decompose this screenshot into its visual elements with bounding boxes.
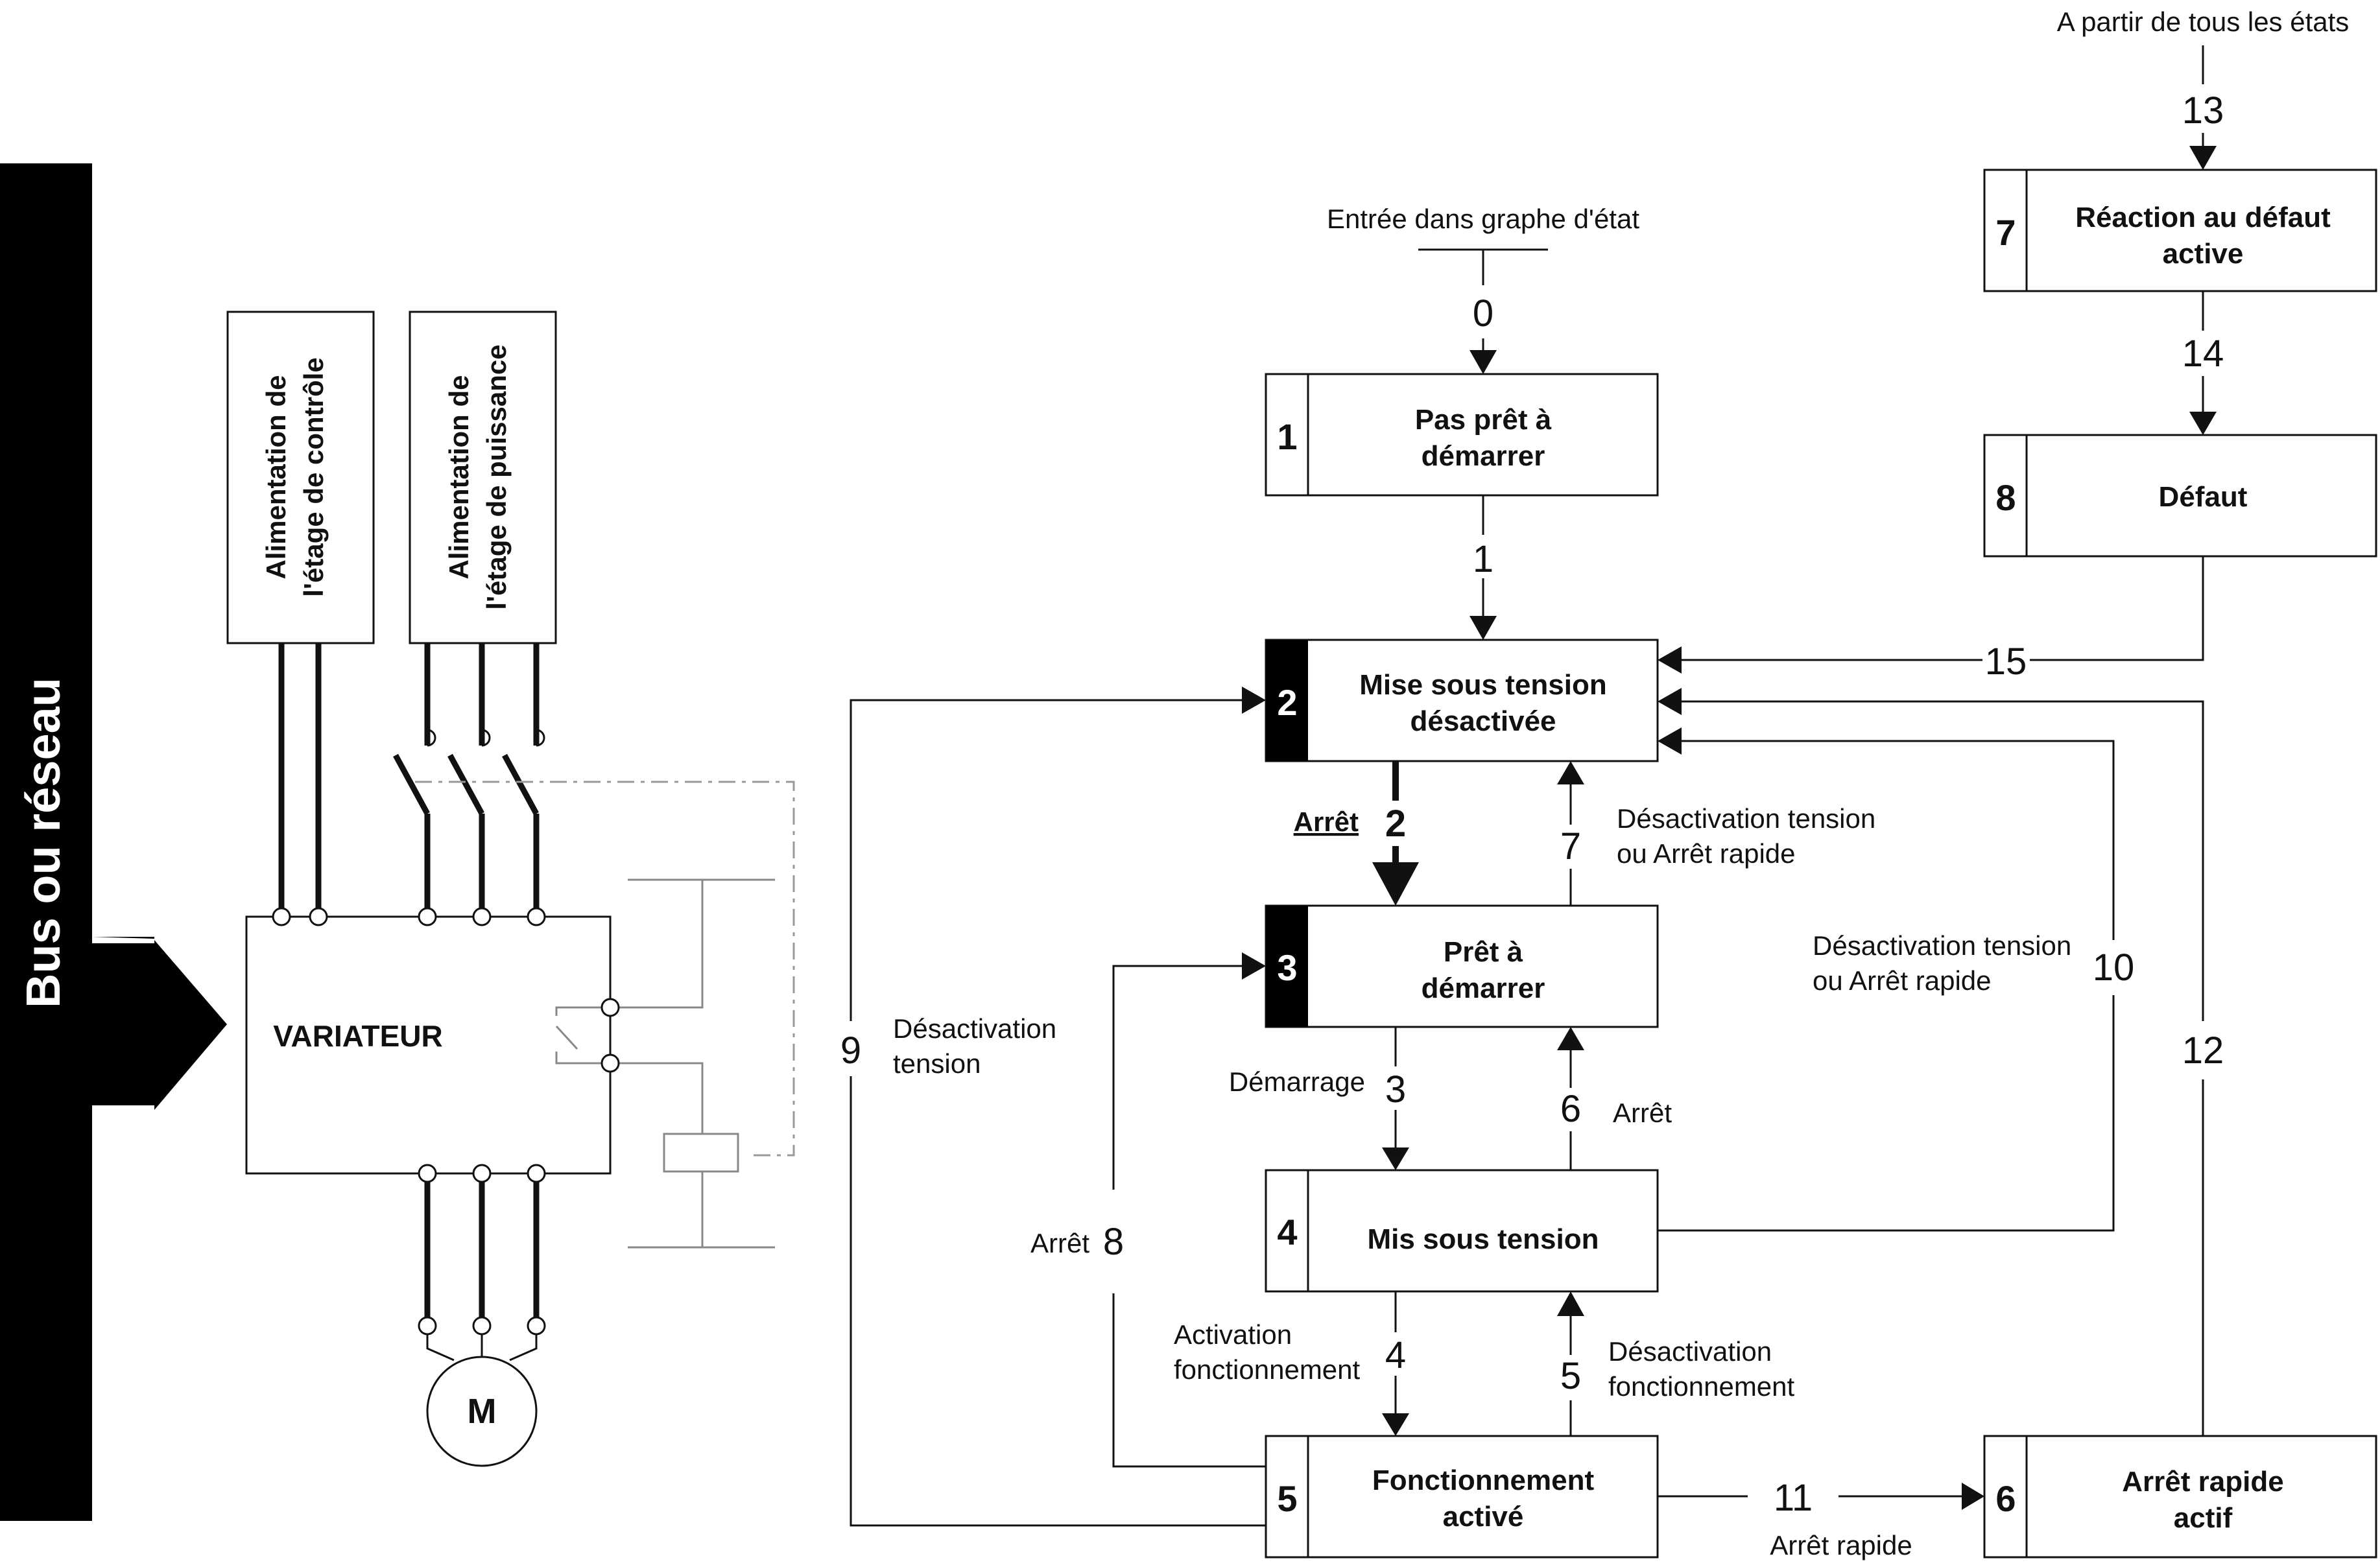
drive-terminals [272,907,620,1183]
state-3: 3 Prêt à démarrer [1265,904,1659,1028]
state-7: 7 Réaction au défaut active [1983,169,2377,292]
motor-label: M [468,1392,497,1431]
state-1-line1: Pas prêt à [1415,404,1552,436]
transition-7: 7 [1560,825,1581,867]
state-7-number: 7 [1995,212,2016,253]
control-supply-box: Alimentation de l'étage de contrôle [226,311,375,644]
transition-1: 1 [1473,538,1493,580]
state-8-line1: Défaut [2159,481,2248,513]
t4-label-line1: Activation [1174,1319,1292,1350]
state-3-line2: démarrer [1422,972,1545,1004]
transition-0: 0 [1473,292,1493,335]
state-5-line2: activé [1443,1501,1524,1533]
t11-label: Arrêt rapide [1770,1530,1912,1560]
control-supply-line1: Alimentation de [261,375,291,579]
t4-label-line2: fonctionnement [1174,1354,1361,1385]
state-2: 2 Mise sous tension désactivée [1265,639,1659,762]
arret-bold-label: Arrêt [1294,806,1359,837]
transition-4: 4 [1385,1334,1406,1376]
state-4-line1: Mis sous tension [1368,1223,1599,1255]
drive-label: VARIATEUR [273,1019,443,1053]
motor-wires [424,1182,540,1326]
state-2-number: 2 [1277,682,1297,723]
motor: M [426,1356,538,1467]
state-6-number: 6 [1995,1478,2016,1519]
state-6: 6 Arrêt rapide actif [1983,1435,2377,1559]
motor-terminals [418,1316,546,1336]
svg-text:l'étage de puissance: l'étage de puissance [481,344,512,609]
entry-label: Entrée dans graphe d'état [1327,204,1639,234]
transition-5: 5 [1560,1355,1581,1397]
svg-text:Alimentation de: Alimentation de [444,375,474,579]
control-supply-line2: l'étage de contrôle [298,357,329,596]
state-7-line2: active [2163,238,2244,270]
power-supply-line2: l'étage de puissance [481,344,512,609]
bus-label: Bus ou réseau [16,677,70,1008]
arrow-heads [1242,146,2217,1510]
switch-hooks [427,729,545,747]
svg-text:l'étage de contrôle: l'étage de contrôle [298,357,329,596]
power-supply-box: Alimentation de l'étage de puissance [409,311,557,644]
state-1: 1 Pas prêt à démarrer [1265,373,1659,497]
t9-label-line1: Désactivation [893,1013,1056,1044]
state-3-line1: Prêt à [1444,936,1523,968]
t5-label-line2: fonctionnement [1608,1371,1795,1402]
state-4-number: 4 [1277,1212,1297,1253]
state-5-number: 5 [1277,1478,1297,1519]
drive-box: VARIATEUR [245,915,612,1175]
transition-11: 11 [1774,1477,1813,1519]
state-5: 5 Fonctionnement activé [1265,1435,1659,1559]
transition-10: 10 [2093,947,2135,989]
transition-labels: Entrée dans graphe d'état A partir de to… [893,6,2349,1560]
transition-6: 6 [1560,1088,1581,1130]
t10-label-line1: Désactivation tension [1813,930,2071,961]
transition-lines [850,45,2204,1527]
all-states-label: A partir de tous les états [2057,6,2350,37]
transition-numbers: 0 1 2 3 4 5 6 7 8 9 10 11 12 13 14 15 [840,89,2224,1519]
state-7-line1: Réaction au défaut [2075,202,2331,233]
t10-label-line2: ou Arrêt rapide [1813,965,1992,996]
t6-label: Arrêt [1613,1098,1672,1128]
transition-15: 15 [1985,641,2027,683]
t9-label-line2: tension [893,1048,981,1079]
t8-label: Arrêt [1030,1228,1089,1258]
transition-3: 3 [1385,1068,1406,1111]
state-2-line1: Mise sous tension [1359,669,1606,701]
state-5-line1: Fonctionnement [1372,1465,1595,1496]
supply-wires [278,643,540,917]
t3-label: Démarrage [1229,1066,1365,1097]
transition-8: 8 [1103,1221,1124,1263]
t7-label-line1: Désactivation tension [1617,803,1875,834]
bus-bar: Bus ou réseau [0,163,227,1521]
transition-14: 14 [2182,333,2224,375]
state-3-number: 3 [1277,947,1297,988]
state-8-number: 8 [1995,477,2016,518]
transition-13: 13 [2182,89,2224,132]
power-supply-line1: Alimentation de [444,375,474,579]
state-1-number: 1 [1277,416,1297,457]
relay-contact [555,878,775,1249]
state-6-line2: actif [2174,1502,2233,1534]
t5-label-line1: Désactivation [1608,1336,1772,1367]
t7-label-line2: ou Arrêt rapide [1617,838,1796,869]
state-4: 4 Mis sous tension [1265,1169,1659,1293]
svg-text:Alimentation de: Alimentation de [261,375,291,579]
state-6-line1: Arrêt rapide [2122,1466,2283,1498]
transition-12: 12 [2182,1030,2224,1072]
state-1-line2: démarrer [1422,440,1545,472]
transition-2: 2 [1385,803,1406,845]
contactor-link [415,781,795,1157]
transition-9: 9 [840,1030,861,1072]
motor-leads [426,1334,538,1361]
state-2-line2: désactivée [1410,705,1556,737]
state-8: 8 Défaut [1983,434,2377,558]
